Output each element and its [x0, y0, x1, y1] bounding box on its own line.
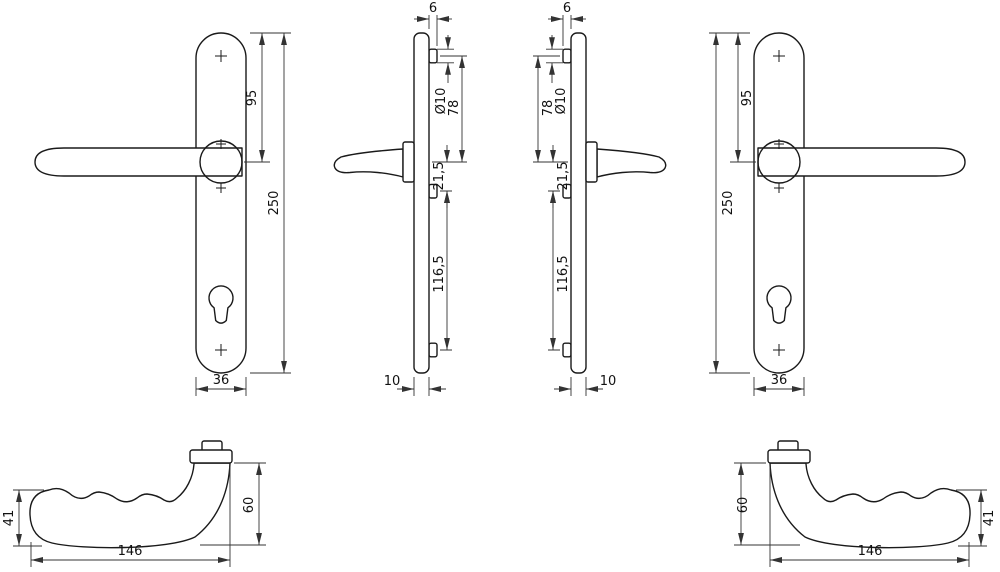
dim-label-41-right: 41: [982, 510, 997, 527]
profile-view-left: [334, 15, 467, 396]
dim-label-21-5-left: 21,5: [432, 162, 447, 191]
dim-label-10-right: 10: [600, 374, 617, 389]
front-view-right: [709, 33, 965, 396]
dim-label-116-5-right: 116,5: [556, 255, 571, 292]
dim-label-6-right: 6: [563, 1, 571, 16]
dim-label-78-right: 78: [541, 100, 556, 117]
dim-label-95-left: 95: [245, 90, 260, 107]
dim-label-6-left: 6: [429, 1, 437, 16]
dim-label-116-5-left: 116,5: [432, 255, 447, 292]
dim-label-250-left: 250: [267, 191, 282, 216]
dim-label-95-right: 95: [740, 90, 755, 107]
profile-view-right: [533, 15, 666, 396]
dim-label-36-left: 36: [213, 373, 230, 388]
dim-label-78-left: 78: [447, 100, 462, 117]
dim-label-d10-left: Ø10: [434, 88, 449, 115]
dim-label-10-left: 10: [384, 374, 401, 389]
dim-label-60-left: 60: [242, 497, 257, 514]
dim-label-21-5-right: 21,5: [556, 162, 571, 191]
dim-label-60-right: 60: [736, 497, 751, 514]
dim-label-250-right: 250: [721, 191, 736, 216]
dim-label-41-left: 41: [2, 510, 17, 527]
dim-label-146-left: 146: [118, 544, 143, 559]
dim-label-36-right: 36: [771, 373, 788, 388]
dim-label-146-right: 146: [858, 544, 883, 559]
front-view-left: [35, 33, 291, 396]
dim-label-d10-right: Ø10: [554, 88, 569, 115]
